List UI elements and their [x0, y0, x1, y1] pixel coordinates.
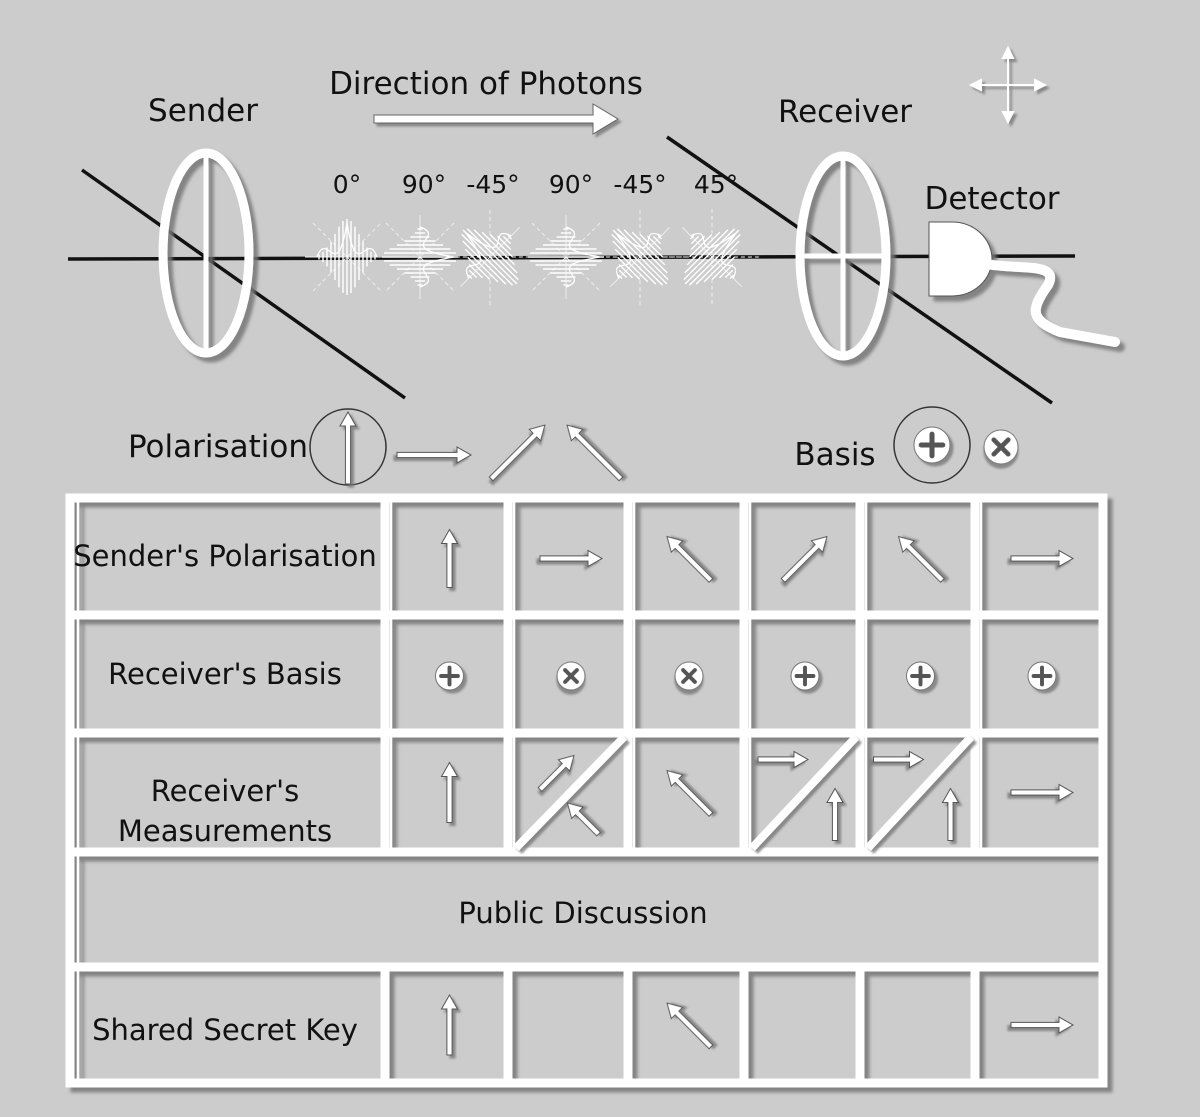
- sender-polarisation-arrow-3: [666, 535, 714, 583]
- table-grid: [65, 493, 1108, 1088]
- row-label-sender-polarisation: Sender's Polarisation: [73, 539, 377, 573]
- sender-polarisation-arrow-4: [780, 535, 828, 583]
- receiver-basis-icon-1: [435, 661, 464, 691]
- receiver-basis-icon-3: [674, 661, 704, 691]
- table-cells: [435, 528, 1075, 1056]
- up-arrow: [339, 410, 357, 485]
- receiver-basis-icon-4: [790, 661, 820, 691]
- measurement-arrow-3: [666, 769, 714, 817]
- measurement-arrow-2b: [566, 802, 602, 837]
- receiver-basis-icon-6: [1027, 661, 1057, 691]
- sender-polarisation-arrow-6: [1010, 549, 1075, 568]
- diagonal-basis-icon: [983, 429, 1019, 465]
- measurement-split-line-4: [749, 734, 859, 851]
- receiver-label: Receiver: [778, 94, 912, 130]
- compass-icon: [968, 45, 1048, 125]
- polarisation-label: Polarisation: [128, 429, 308, 465]
- direction-arrow: [373, 103, 619, 135]
- photon-wave-3: [441, 208, 539, 306]
- measurement-split-line-2: [513, 734, 627, 851]
- photon-angle-5: -45°: [613, 170, 666, 199]
- bb84-table: Sender's Polarisation Receiver's Basis R…: [65, 493, 1108, 1088]
- measurement-arrow-6: [1010, 783, 1075, 802]
- shared-key-arrow-6: [1010, 1016, 1075, 1034]
- diagonal-up-right-arrow: [488, 424, 546, 482]
- sender-label: Sender: [148, 93, 258, 129]
- row-label-public-discussion: Public Discussion: [458, 896, 707, 930]
- photon-angle-3: -45°: [466, 170, 519, 199]
- measurement-arrow-4a: [757, 750, 810, 769]
- sender-polarisation-arrow-2: [539, 549, 604, 568]
- sender-polarisation-arrow-1: [440, 528, 459, 588]
- measurement-arrow-2a: [537, 754, 575, 793]
- basis-label: Basis: [794, 437, 875, 473]
- receiver-basis-icon-5: [906, 661, 935, 691]
- photon-wave-1: [305, 219, 389, 295]
- measurement-arrow-4b: [826, 787, 844, 841]
- sender-polarisation-arrow-5: [897, 535, 945, 583]
- photon-angle-2: 90°: [402, 170, 446, 199]
- measurement-arrow-5a: [873, 750, 925, 769]
- photon-waves: [305, 208, 761, 306]
- row-label-receiver-measurements-2: Measurements: [118, 814, 332, 848]
- photon-angle-1: 0°: [333, 170, 361, 199]
- photon-wave-6: [663, 208, 761, 306]
- sender-lens: [158, 148, 254, 358]
- basis-legend-circle: [893, 406, 971, 484]
- row-label-receiver-measurements-1: Receiver's: [151, 774, 300, 808]
- photon-angle-4: 90°: [549, 170, 593, 199]
- row-label-shared-secret-key: Shared Secret Key: [92, 1013, 358, 1047]
- measurement-split-line-5: [865, 734, 974, 851]
- direction-label: Direction of Photons: [329, 66, 643, 102]
- rectilinear-basis-icon: [913, 426, 951, 464]
- row-label-receiver-basis: Receiver's Basis: [108, 657, 342, 691]
- detector-icon: [928, 221, 1120, 347]
- polarisation-legend-circle: [309, 408, 387, 486]
- detector-label: Detector: [924, 181, 1059, 217]
- receiver-lens: [795, 151, 891, 361]
- basis-legend-icons: [913, 426, 1019, 465]
- photon-angle-6: 45°: [694, 170, 738, 199]
- receiver-filter-line: [666, 135, 1053, 405]
- shared-key-arrow-3: [666, 1002, 714, 1050]
- measurement-arrow-1: [440, 761, 459, 823]
- right-arrow: [396, 446, 473, 464]
- receiver-basis-icon-2: [556, 661, 586, 691]
- polarisation-legend-arrows: [339, 410, 624, 485]
- table-row-labels: Sender's Polarisation Receiver's Basis R…: [73, 539, 707, 1047]
- photon-wave-2: [382, 215, 458, 299]
- diagonal-up-left-arrow: [566, 424, 624, 482]
- measurement-arrow-5b: [941, 787, 960, 841]
- photon-wave-4: [528, 215, 604, 299]
- shared-key-arrow-1: [440, 993, 459, 1056]
